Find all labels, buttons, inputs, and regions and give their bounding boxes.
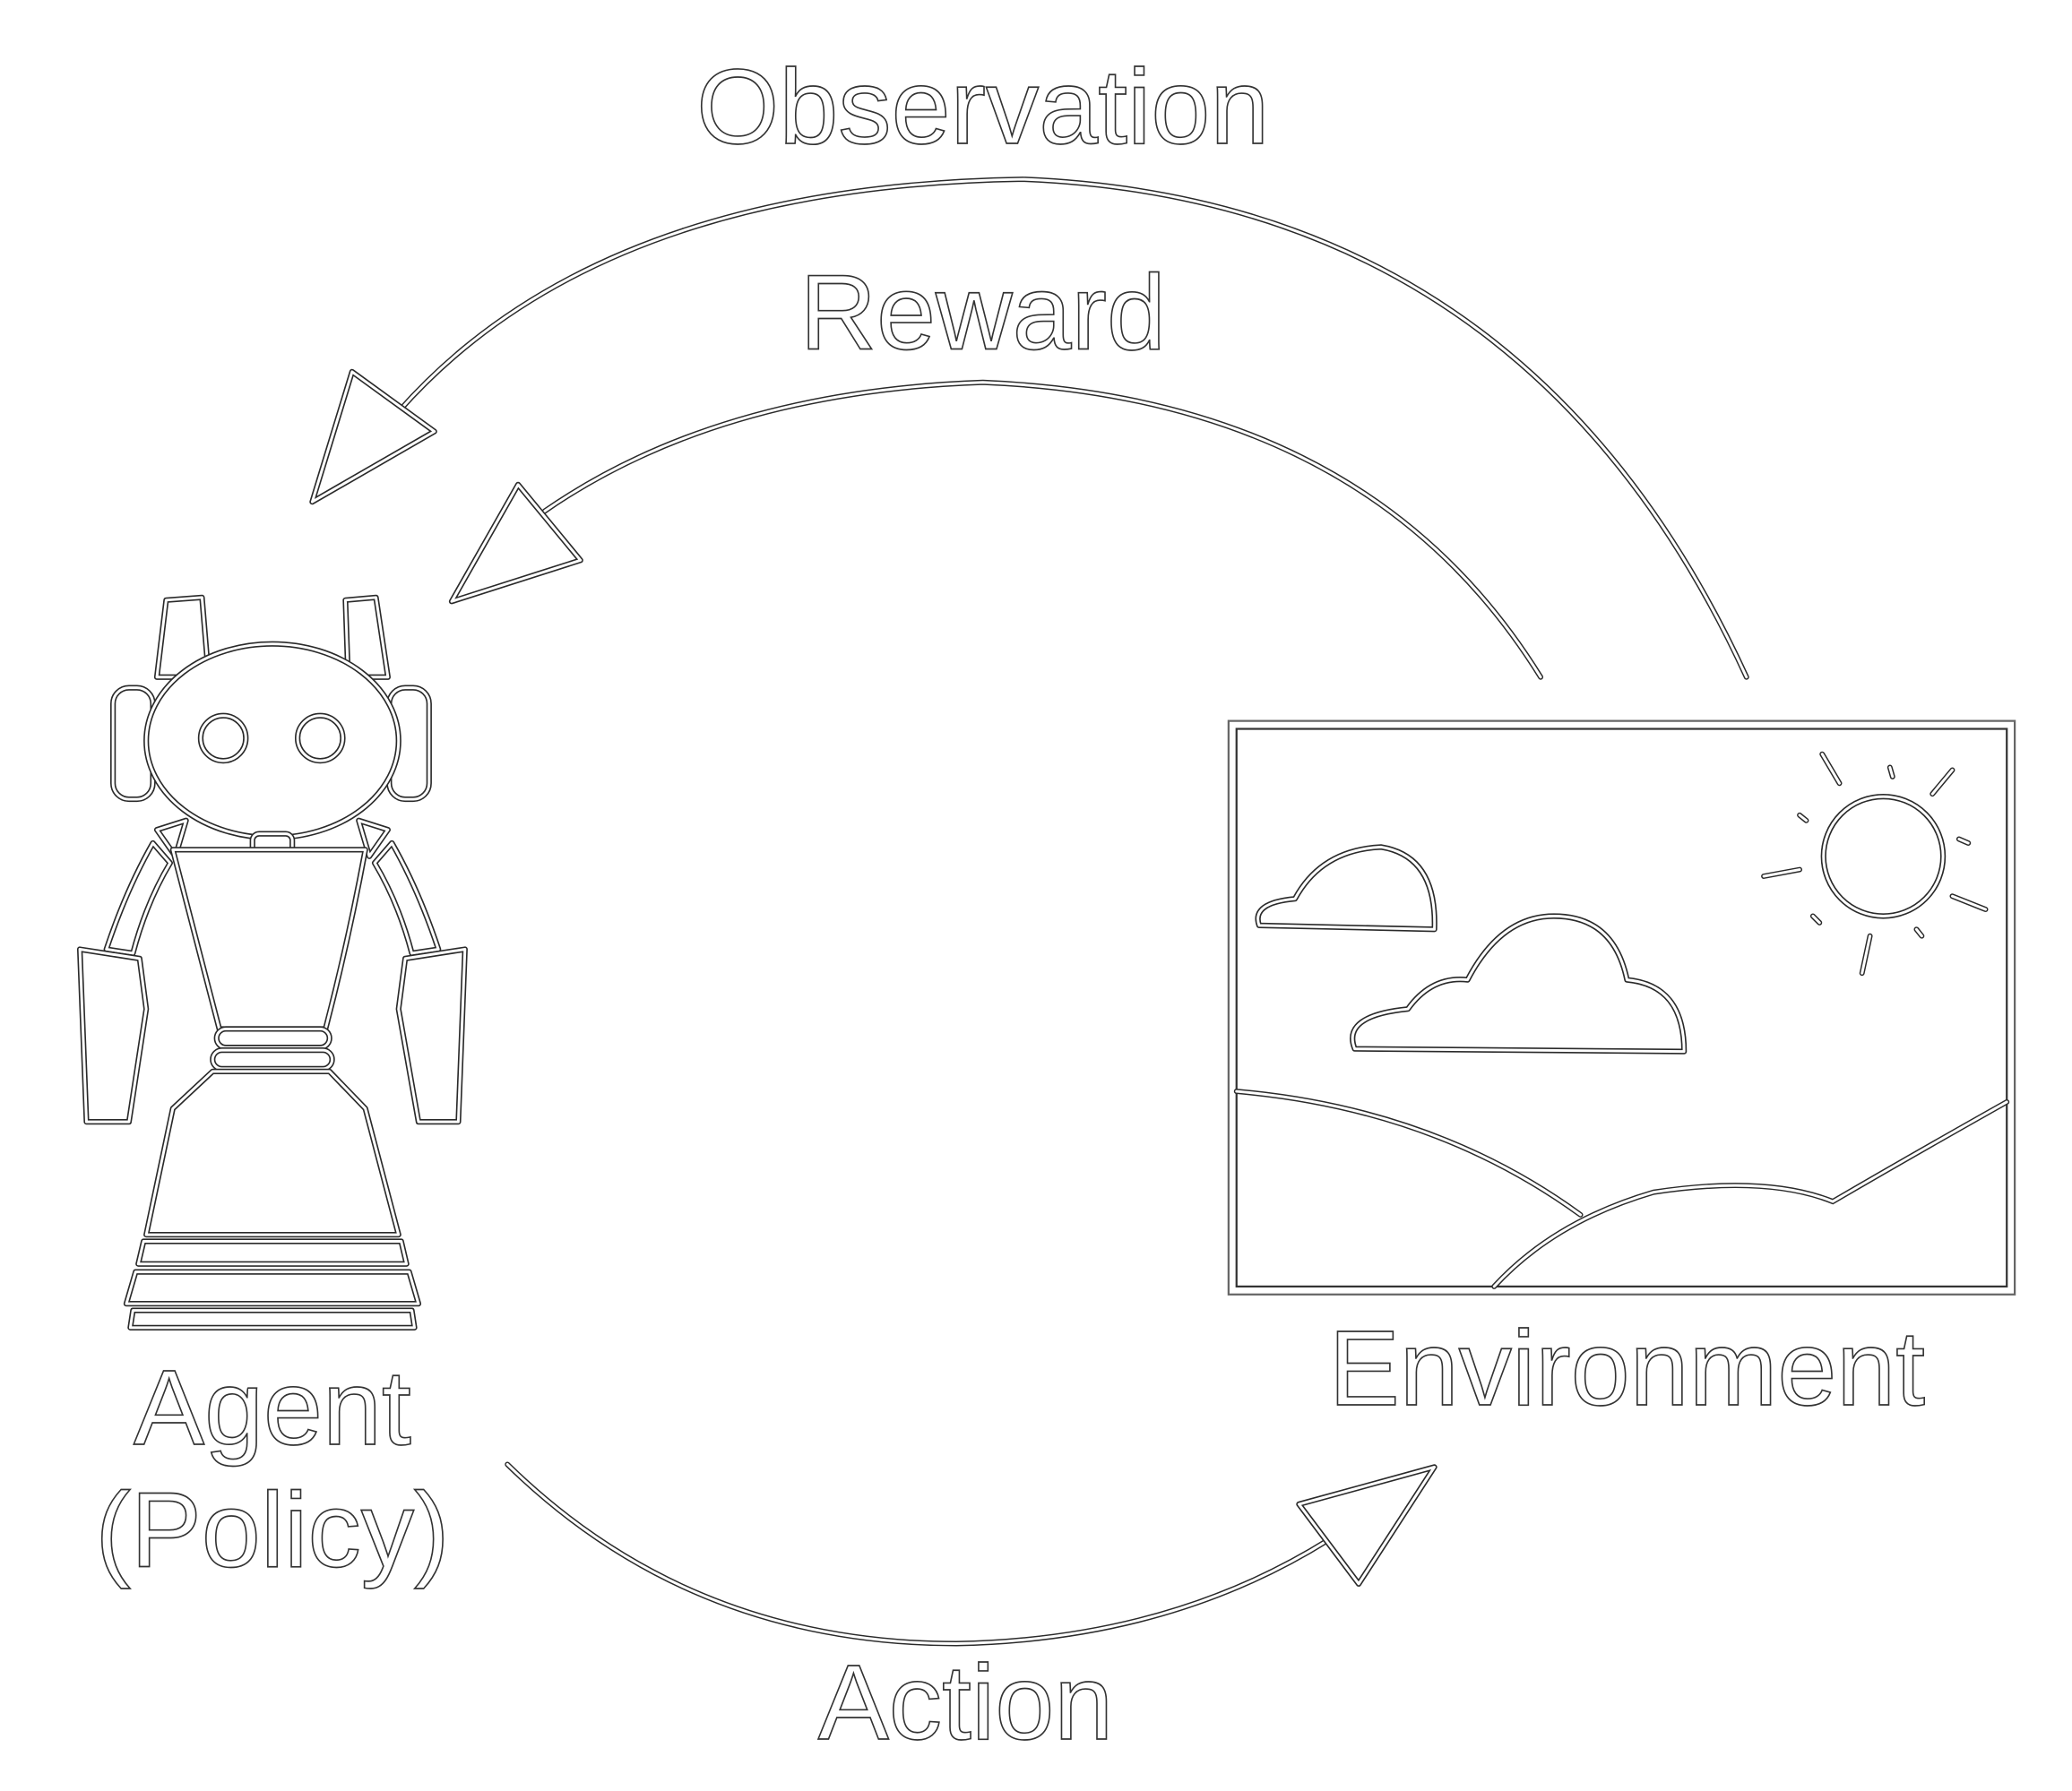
environment-label: Environment	[1329, 1310, 1925, 1428]
policy-label: (Policy)	[95, 1472, 449, 1590]
action-label: Action	[818, 1644, 1113, 1762]
robot-agent-icon	[76, 594, 468, 1330]
reward-label: Reward	[800, 254, 1166, 373]
reward-arrow	[448, 379, 1544, 680]
agent-label: Agent	[134, 1349, 411, 1468]
observation-arrow	[309, 177, 1749, 680]
sun-icon	[1761, 751, 1989, 977]
environment-picture	[1227, 719, 2016, 1296]
observation-label: Observation	[696, 48, 1269, 167]
action-arrow	[505, 1461, 1437, 1647]
